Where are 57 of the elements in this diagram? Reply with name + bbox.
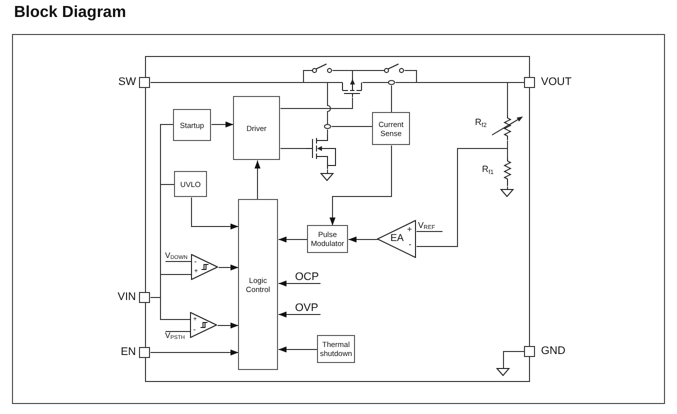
pin-label: VIN bbox=[116, 291, 136, 304]
wire bbox=[507, 186, 508, 190]
pin-label: SW bbox=[117, 76, 136, 89]
arrow bbox=[218, 264, 239, 270]
wire bbox=[150, 82, 331, 125]
wire bbox=[507, 82, 525, 116]
arrow bbox=[191, 197, 239, 230]
wire bbox=[327, 129, 328, 136]
polarity-sign: + bbox=[406, 225, 413, 234]
wire bbox=[416, 231, 443, 232]
arrow bbox=[278, 280, 321, 286]
arrow bbox=[217, 322, 239, 328]
wire bbox=[416, 140, 508, 247]
arrow bbox=[278, 312, 321, 318]
switch-symbol bbox=[312, 63, 332, 73]
arrow bbox=[348, 236, 378, 242]
wire bbox=[150, 297, 191, 320]
signal-label: OVP bbox=[295, 302, 320, 314]
wire bbox=[327, 169, 328, 174]
polarity-sign: - bbox=[408, 240, 412, 249]
diagram-title: Block Diagram bbox=[14, 3, 126, 22]
amplifier-label: EA bbox=[390, 232, 404, 245]
wire bbox=[165, 261, 192, 262]
arrow bbox=[211, 122, 234, 128]
wire bbox=[332, 70, 353, 79]
transistor-symbol bbox=[306, 135, 337, 169]
wire bbox=[362, 82, 389, 83]
wire bbox=[280, 148, 307, 149]
ground-symbol bbox=[320, 173, 334, 181]
wire bbox=[331, 126, 373, 127]
pin-label: VOUT bbox=[541, 76, 573, 89]
polarity-sign: - bbox=[193, 258, 198, 265]
pin-label: GND bbox=[541, 345, 566, 358]
polarity-sign: - bbox=[192, 326, 197, 333]
chip-outline bbox=[145, 56, 530, 382]
transistor-symbol bbox=[342, 78, 362, 97]
wire bbox=[503, 351, 525, 369]
arrow bbox=[278, 346, 318, 352]
switch-symbol bbox=[384, 63, 404, 73]
arrow bbox=[330, 145, 392, 226]
signal-label: V$_{DOWN}$ bbox=[165, 251, 191, 261]
wire bbox=[280, 97, 353, 109]
arrow bbox=[150, 350, 239, 356]
ground-symbol bbox=[500, 189, 514, 197]
wire bbox=[391, 85, 392, 113]
arrow bbox=[278, 236, 308, 242]
signal-label: V$_{PSTH}$ bbox=[165, 331, 191, 341]
pin-label: EN bbox=[120, 346, 136, 359]
component-label: R$_{f2}$ bbox=[475, 117, 488, 128]
signal-label: OCP bbox=[295, 271, 320, 283]
arrow bbox=[254, 160, 260, 200]
component-label: R$_{f1}$ bbox=[482, 164, 495, 175]
ground-symbol bbox=[496, 368, 510, 376]
wire bbox=[165, 331, 191, 332]
junction-symbol bbox=[388, 80, 395, 85]
junction-symbol bbox=[324, 124, 331, 129]
signal-label: V$_{REF}$ bbox=[418, 220, 442, 231]
